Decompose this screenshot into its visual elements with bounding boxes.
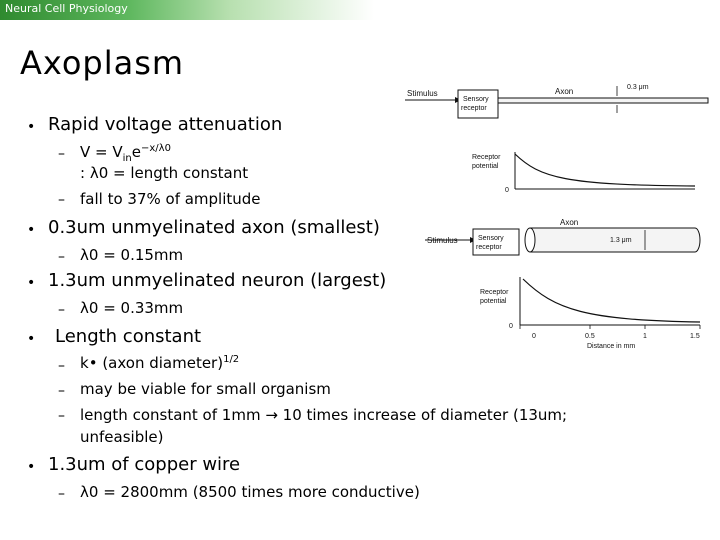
dash: – <box>58 408 65 424</box>
bullet-copper-wire: 1.3um of copper wire <box>48 454 241 475</box>
top-axon-label: Axon <box>555 87 573 96</box>
bullet-length-constant: Length constant <box>55 326 202 347</box>
sub-bullet-copper-lambda: λ0 = 2800mm (8500 times more conductive) <box>80 483 420 501</box>
top-receptor-label-1: Receptor <box>472 154 501 161</box>
top-thin-axon <box>497 97 709 104</box>
bottom-receptor-label-2: potential <box>480 298 507 305</box>
bottom-stimulus-label: Stimulus <box>427 236 458 245</box>
equation-e: e <box>131 143 141 161</box>
bottom-sensory-label-2: receptor <box>476 244 502 251</box>
header-bar <box>0 0 720 20</box>
sub-bullet-small-organism: may be viable for small organism <box>80 380 331 398</box>
bottom-tick-label: 0 <box>509 323 513 330</box>
bottom-diameter-label: 1.3 μm <box>610 237 632 244</box>
bottom-decay-curve <box>522 278 701 323</box>
sub-bullet-unfeasible: unfeasible) <box>80 428 164 446</box>
bullet-dot: • <box>27 222 36 238</box>
bullet-dot: • <box>27 119 36 135</box>
bullet-dot: • <box>27 331 36 347</box>
equation-v: V = V <box>80 143 123 161</box>
top-sensory-label-1: Sensory <box>463 96 489 103</box>
bullet-dot: • <box>27 459 36 475</box>
dash: – <box>58 302 65 318</box>
dash: – <box>58 192 65 208</box>
top-decay-curve <box>514 153 696 187</box>
sub-bullet-diameter-relation: k• (axon diameter)1/2 <box>80 354 239 372</box>
multiply-dot: • <box>88 354 103 372</box>
top-diameter-label: 0.3 μm <box>627 84 649 91</box>
slide-title: Axoplasm <box>20 44 185 82</box>
top-receptor-label-2: potential <box>472 163 499 170</box>
bullet-smallest-axon: 0.3um unmyelinated axon (smallest) <box>48 217 380 238</box>
top-sensory-label-2: receptor <box>461 105 487 112</box>
header-title: Neural Cell Physiology <box>5 2 128 15</box>
bottom-axon-label: Axon <box>560 218 578 227</box>
dash: – <box>58 383 65 399</box>
bullet-dot: • <box>27 275 36 291</box>
bottom-sensory-receptor <box>472 228 520 256</box>
relation-k: k <box>80 354 89 372</box>
top-zero-label: 0 <box>505 187 509 194</box>
sub-bullet-fall-amplitude: fall to 37% of amplitude <box>80 190 261 208</box>
relation-exponent: 1/2 <box>223 354 240 365</box>
bottom-tick-label: 0 <box>532 333 536 340</box>
sub-bullet-voltage-equation: V = Vine−x/λ0 <box>80 143 171 164</box>
top-sensory-receptor <box>457 89 499 119</box>
relation-diameter: (axon diameter) <box>102 354 224 372</box>
dash: – <box>58 486 65 502</box>
bottom-sensory-label-1: Sensory <box>478 235 504 242</box>
axon-attenuation-figure: Stimulus Sensory receptor Axon 0.3 μm Re… <box>405 84 709 350</box>
equation-subscript: in <box>122 153 132 164</box>
bottom-axon-end <box>524 227 536 253</box>
equation-exponent: −x/λ0 <box>141 143 171 154</box>
bottom-receptor-label-1: Receptor <box>480 289 509 296</box>
bottom-tick-label: 1.5 <box>690 333 700 340</box>
sub-bullet-diameter-increase: length constant of 1mm → 10 times increa… <box>80 406 568 424</box>
bottom-thick-axon <box>529 227 701 253</box>
bullet-largest-neuron: 1.3um unmyelinated neuron (largest) <box>48 270 387 291</box>
sub-bullet-largest-lambda: λ0 = 0.33mm <box>80 299 184 317</box>
bullet-voltage-attenuation: Rapid voltage attenuation <box>48 114 283 135</box>
dash: – <box>58 249 65 265</box>
dash: – <box>58 146 65 162</box>
bottom-tick-label: 0.5 <box>585 333 595 340</box>
bottom-axis-label: Distance in mm <box>587 343 635 350</box>
bottom-tick-label: 1 <box>643 333 647 340</box>
sub-bullet-smallest-lambda: λ0 = 0.15mm <box>80 246 184 264</box>
top-stimulus-label: Stimulus <box>407 89 438 98</box>
dash: – <box>58 358 65 374</box>
sub-bullet-length-constant-def: : λ0 = length constant <box>80 164 249 182</box>
